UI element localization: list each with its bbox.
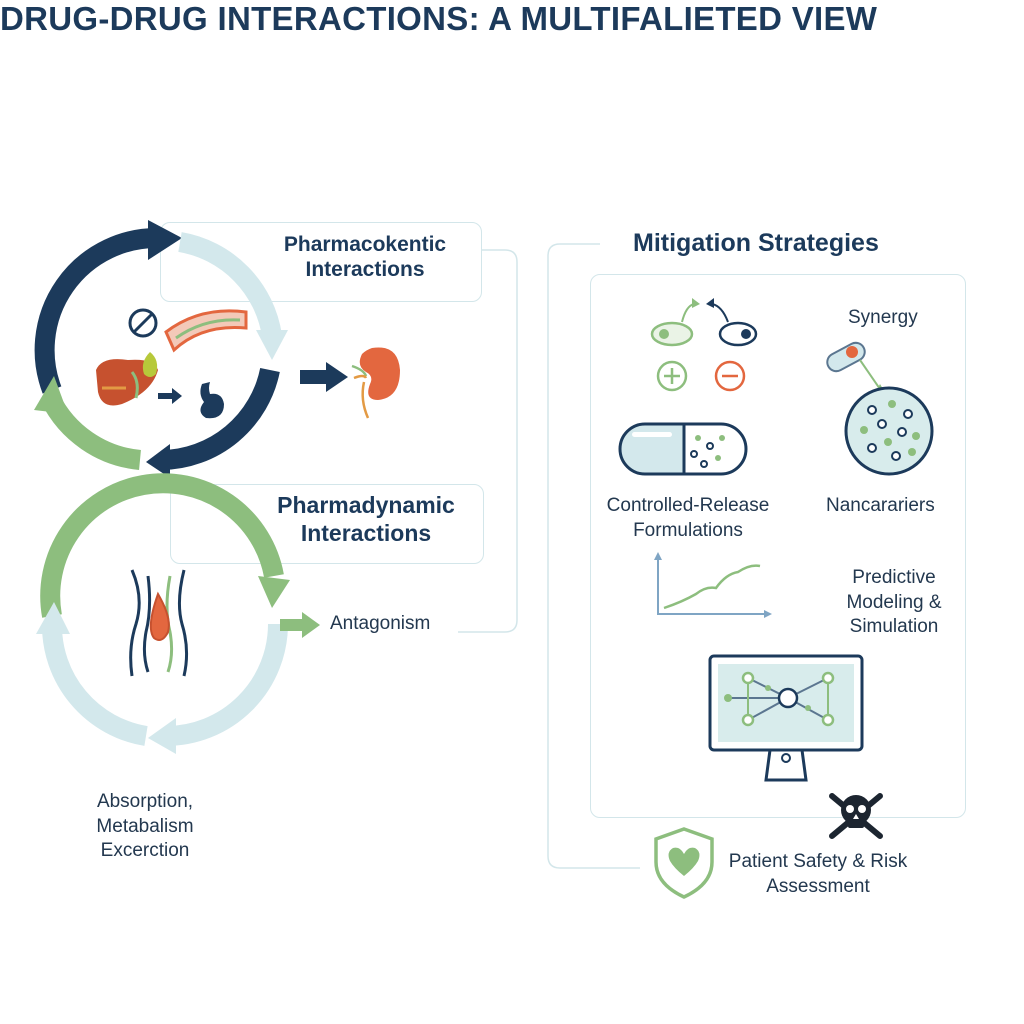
kidney-icon bbox=[351, 347, 400, 419]
page-title: DRUG-DRUG INTERACTIONS: A MULTIFALIETED … bbox=[0, 0, 878, 37]
monitor-network-icon bbox=[708, 654, 864, 782]
pd-cycle-arrows bbox=[36, 473, 290, 754]
pd-title-line1: Pharmadynamic bbox=[277, 492, 455, 518]
patient-safety-label: Patient Safety & Risk Assessment bbox=[718, 850, 918, 899]
pd-title-line2: Interactions bbox=[300, 519, 432, 546]
antagonism-label: Antagonism bbox=[330, 613, 431, 634]
pk-title-line2: Interactions bbox=[305, 258, 425, 282]
stomach-icon bbox=[200, 382, 224, 419]
shield-heart-icon bbox=[654, 827, 714, 899]
process-label: Absorption, Metabalism Excerction bbox=[70, 790, 220, 864]
controlled-line2: Formulations bbox=[633, 519, 743, 541]
skull-crossbones-icon bbox=[829, 793, 883, 839]
neuron-receptor-icon bbox=[129, 569, 189, 677]
process-line1: Absorption, bbox=[96, 791, 194, 812]
no-entry-icon bbox=[128, 308, 158, 338]
gallbladder-icon bbox=[142, 352, 158, 377]
predictive-label: Predictive Modeling & Simulation bbox=[834, 566, 954, 640]
nanoparticle-icon bbox=[844, 386, 934, 476]
pharmacodynamic-title: Pharmadynamic Interactions bbox=[250, 492, 482, 547]
antagonism-arrow-icon bbox=[280, 612, 320, 638]
predictive-line3: Simulation bbox=[849, 616, 939, 638]
safety-line2: Assessment bbox=[766, 875, 870, 897]
mitigation-title: Mitigation Strategies bbox=[633, 229, 879, 257]
large-arrow-icon bbox=[300, 362, 348, 392]
controlled-release-label: Controlled-Release Formulations bbox=[598, 494, 778, 543]
controlled-line1: Controlled-Release bbox=[606, 495, 770, 516]
predictive-line2: Modeling & bbox=[846, 591, 942, 613]
blood-vessel-icon bbox=[164, 309, 248, 353]
synergy-label: Synergy bbox=[848, 307, 918, 328]
plus-minus-icon bbox=[650, 298, 758, 392]
predictive-line1: Predictive bbox=[852, 567, 936, 588]
syringe-icon bbox=[826, 341, 886, 394]
pharmacokinetic-title: Pharmacokentic Interactions bbox=[250, 232, 480, 282]
safety-line1: Patient Safety & Risk bbox=[728, 851, 908, 872]
capsule-icon bbox=[618, 422, 748, 476]
process-line3: Excerction bbox=[100, 840, 190, 862]
liver-icon bbox=[96, 359, 158, 406]
nanocarriers-label: Nancarariers bbox=[826, 495, 935, 516]
pk-title-line1: Pharmacokentic bbox=[283, 233, 447, 256]
line-chart-icon bbox=[654, 552, 772, 618]
pk-cycle-arrows bbox=[34, 220, 288, 478]
small-arrow-icon bbox=[158, 388, 182, 404]
process-line2: Metabalism bbox=[96, 815, 194, 837]
